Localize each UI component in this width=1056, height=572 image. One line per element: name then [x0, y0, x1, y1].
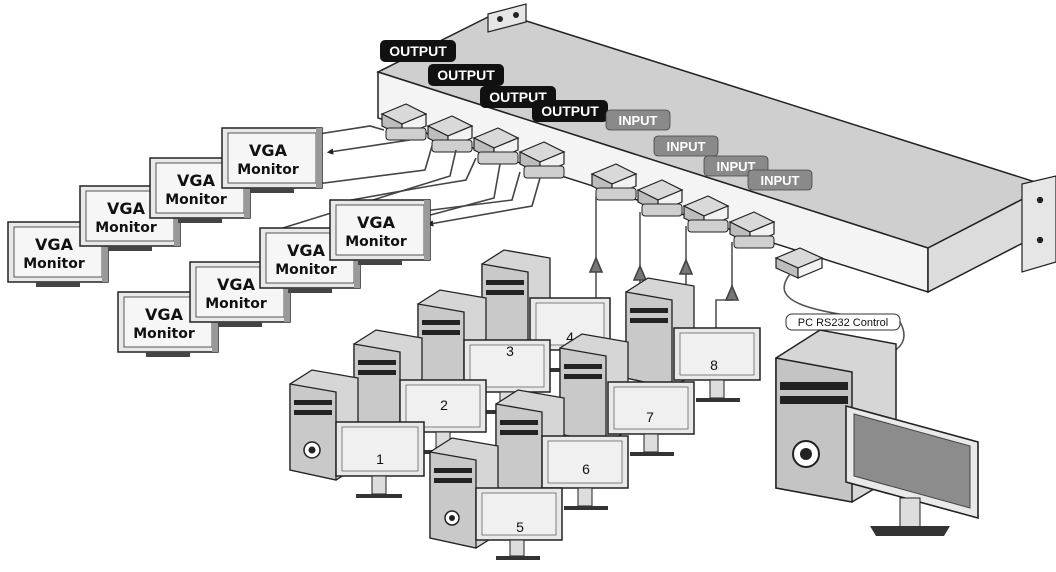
computer-2: 2: [353, 329, 487, 454]
cable-out-3: [339, 157, 477, 203]
input-label-text: INPUT: [717, 159, 756, 174]
input-label-1: INPUT: [605, 109, 671, 131]
computer-number: 1: [376, 451, 384, 467]
input-label-text: INPUT: [619, 113, 658, 128]
rack-chassis: [376, 3, 1056, 294]
vga-monitor: VGA Monitor: [329, 199, 431, 265]
output-label-text: OUTPUT: [389, 43, 447, 59]
output-port-4: [518, 141, 566, 179]
control-monitor-screen: [853, 413, 971, 509]
input-port-1: [590, 163, 638, 201]
rs232-port: [774, 247, 824, 279]
input-label-4: INPUT: [747, 169, 813, 191]
output-labels: OUTPUT OUTPUT OUTPUT OUTPUT: [380, 40, 608, 122]
output-port-2: [426, 115, 474, 153]
input-label-text: INPUT: [761, 173, 800, 188]
output-port-1: [380, 103, 428, 141]
input-label-text: INPUT: [667, 139, 706, 154]
computer-4: 4: [481, 249, 611, 372]
control-computer: PC RS232 Control: [775, 313, 979, 536]
output-label-text: OUTPUT: [489, 89, 547, 105]
input-labels: INPUT INPUT INPUT INPUT: [605, 109, 813, 191]
vga-label: VGA: [107, 199, 146, 218]
computer-number: 5: [516, 519, 524, 535]
output-port-3: [472, 127, 520, 165]
cable-out-4a: [396, 171, 521, 217]
vga-label: VGA: [177, 171, 216, 190]
rs232-label: PC RS232 Control: [785, 313, 901, 331]
computer-5: 5: [429, 437, 563, 560]
vga-label: VGA: [145, 305, 184, 324]
input-port-2: [636, 179, 684, 217]
vga-label: VGA: [249, 141, 288, 160]
output-label-text: OUTPUT: [541, 103, 599, 119]
rack-ear-left: [487, 3, 527, 33]
monitor-label: Monitor: [237, 162, 299, 178]
computer-number: 2: [440, 397, 448, 413]
input-cables: [588, 196, 905, 357]
monitor-label: Monitor: [275, 262, 337, 278]
computer-8: 8: [625, 277, 761, 402]
computer-3: 3: [417, 289, 551, 414]
computer-1: 1: [289, 369, 425, 498]
rs232-label-text: PC RS232 Control: [798, 317, 889, 329]
cable-out-4b: [426, 177, 541, 227]
cable-in-8: [715, 242, 733, 330]
input-ports: [590, 163, 824, 279]
vga-label: VGA: [287, 241, 326, 260]
input-port-4: [728, 211, 776, 249]
output-label-2: OUTPUT: [428, 64, 504, 86]
source-computers: 4 8 3: [289, 249, 761, 560]
cable-out-1b: [326, 139, 411, 155]
monitor-label: Monitor: [133, 326, 195, 342]
computer-number: 3: [506, 343, 514, 359]
computer-7: 7: [559, 333, 695, 456]
rack-ear-right: [1021, 175, 1056, 273]
monitor-label: Monitor: [95, 220, 157, 236]
output-label-4: OUTPUT: [532, 100, 608, 122]
input-label-2: INPUT: [653, 135, 719, 157]
output-label-text: OUTPUT: [437, 67, 495, 83]
input-port-3: [682, 195, 730, 233]
computer-number: 8: [710, 357, 718, 373]
vga-monitors: VGA Monitor VGA Monitor VGA Monitor VGA …: [7, 127, 431, 357]
output-label-1: OUTPUT: [380, 40, 456, 62]
monitor-label: Monitor: [165, 192, 227, 208]
computer-number: 4: [566, 329, 574, 345]
computer-number: 6: [582, 461, 590, 477]
vga-label: VGA: [35, 235, 74, 254]
vga-label: VGA: [217, 275, 256, 294]
monitor-label: Monitor: [23, 256, 85, 272]
monitor-label: Monitor: [205, 296, 267, 312]
output-ports: [380, 103, 566, 179]
vga-label: VGA: [357, 213, 396, 232]
monitor-label: Monitor: [345, 234, 407, 250]
vga-monitor: VGA Monitor: [221, 127, 323, 193]
computer-number: 7: [646, 409, 654, 425]
